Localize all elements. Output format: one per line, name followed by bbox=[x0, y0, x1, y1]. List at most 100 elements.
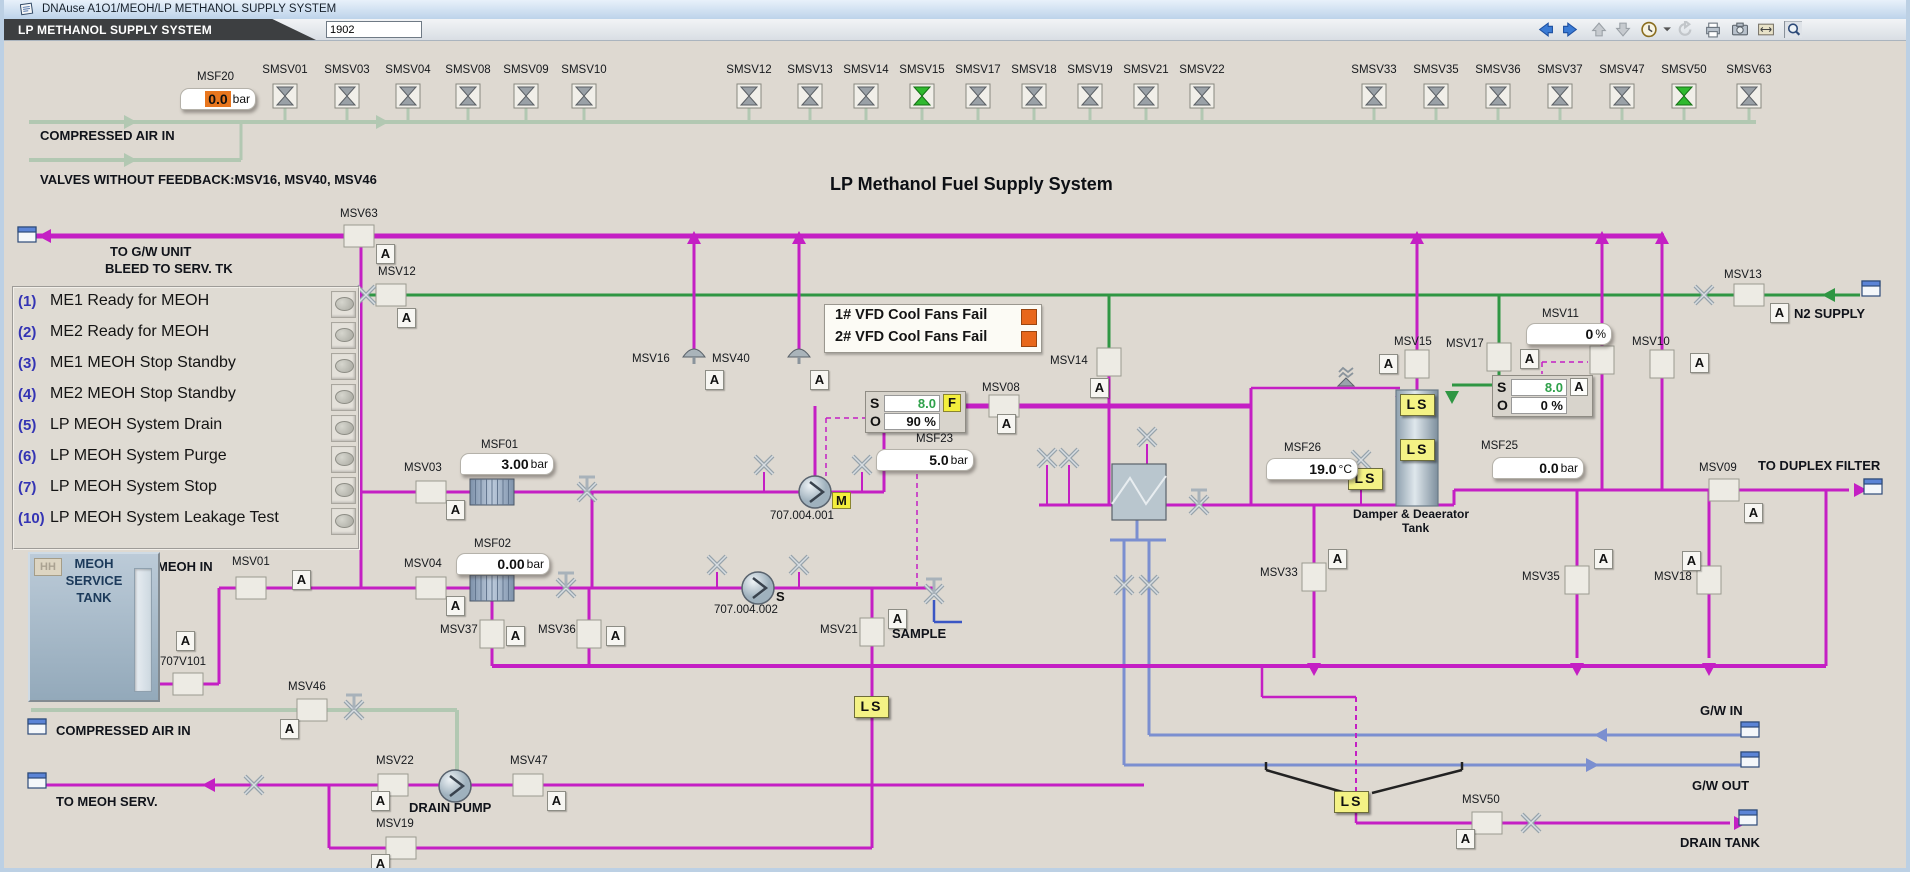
label-compressed-air-in: COMPRESSED AIR IN bbox=[56, 723, 191, 738]
label-lp-methanol-fuel-supply-system: LP Methanol Fuel Supply System bbox=[830, 174, 1113, 194]
window-link-icon[interactable] bbox=[1861, 280, 1881, 297]
auto-mode-tag[interactable]: A bbox=[446, 596, 465, 616]
auto-mode-tag[interactable]: A bbox=[292, 570, 311, 590]
valve-SMSV19[interactable] bbox=[1077, 83, 1103, 109]
auto-mode-tag[interactable]: A bbox=[176, 631, 195, 651]
refresh-icon[interactable] bbox=[1676, 18, 1694, 43]
valve-SMSV12[interactable] bbox=[736, 83, 762, 109]
valve-SMSV09[interactable] bbox=[513, 83, 539, 109]
label-707-004-001: 707.004.001 bbox=[770, 510, 834, 522]
valve-SMSV35[interactable] bbox=[1423, 83, 1449, 109]
auto-mode-tag[interactable]: A bbox=[1090, 378, 1109, 398]
down-icon[interactable] bbox=[1614, 21, 1632, 43]
valve-SMSV18[interactable] bbox=[1021, 83, 1047, 109]
valve-SMSV63[interactable] bbox=[1736, 83, 1762, 109]
auto-mode-tag[interactable]: A bbox=[371, 854, 390, 868]
filter-MSF02[interactable] bbox=[469, 574, 515, 602]
valve-plate bbox=[1696, 565, 1722, 595]
auto-mode-tag[interactable]: A bbox=[547, 791, 566, 811]
auto-mode-tag[interactable]: A bbox=[1520, 349, 1539, 369]
window-link-icon[interactable] bbox=[1863, 478, 1883, 495]
valve-SMSV13[interactable] bbox=[797, 83, 823, 109]
window-link-icon[interactable] bbox=[27, 718, 47, 735]
label-bleed-to-serv-tk: BLEED TO SERV. TK bbox=[105, 261, 233, 276]
auto-mode-tag[interactable]: A bbox=[1690, 353, 1709, 373]
valve-SMSV36[interactable] bbox=[1485, 83, 1511, 109]
heat-exchanger[interactable] bbox=[1111, 463, 1167, 521]
valve-SMSV21[interactable] bbox=[1133, 83, 1159, 109]
pump-DRAIN PUMP[interactable] bbox=[438, 769, 472, 803]
valve-SMSV01[interactable] bbox=[272, 83, 298, 109]
status-number: (3) bbox=[18, 355, 37, 372]
manual-valve bbox=[851, 454, 873, 476]
vent-valve-MSV40[interactable] bbox=[787, 348, 811, 364]
valve-SMSV04[interactable] bbox=[395, 83, 421, 109]
valve-SMSV15[interactable] bbox=[909, 83, 935, 109]
snapshot-icon[interactable] bbox=[1731, 21, 1749, 43]
valve-SMSV37[interactable] bbox=[1547, 83, 1573, 109]
auto-mode-tag[interactable]: A bbox=[446, 500, 465, 520]
auto-mode-tag[interactable]: A bbox=[1328, 549, 1347, 569]
valve-SMSV50[interactable] bbox=[1671, 83, 1697, 109]
status-label: ME1 MEOH Stop Standby bbox=[50, 354, 236, 371]
back-icon[interactable] bbox=[1536, 21, 1554, 43]
history-icon[interactable] bbox=[1640, 21, 1658, 43]
valve-SMSV14[interactable] bbox=[853, 83, 879, 109]
page-tab[interactable]: LP METHANOL SUPPLY SYSTEM bbox=[4, 19, 316, 40]
vent-valve-MSV16[interactable] bbox=[682, 348, 706, 364]
auto-mode-tag[interactable]: A bbox=[506, 626, 525, 646]
valve-SMSV17[interactable] bbox=[965, 83, 991, 109]
window-link-icon[interactable] bbox=[1740, 751, 1760, 768]
auto-mode-tag[interactable]: A bbox=[280, 719, 299, 739]
auto-mode-tag[interactable]: A bbox=[606, 626, 625, 646]
valve-SMSV22[interactable] bbox=[1189, 83, 1215, 109]
history-dropdown-icon[interactable] bbox=[1659, 21, 1677, 43]
smsv-label: SMSV63 bbox=[1726, 64, 1772, 76]
fit-width-icon[interactable] bbox=[1757, 21, 1775, 43]
address-input[interactable] bbox=[326, 21, 422, 38]
auto-mode-tag[interactable]: A bbox=[376, 244, 395, 264]
window-link-icon[interactable] bbox=[1738, 809, 1758, 826]
print-icon[interactable] bbox=[1704, 21, 1722, 43]
valve-SMSV10[interactable] bbox=[571, 83, 597, 109]
value-msf26[interactable]: 19.0°C bbox=[1266, 458, 1358, 480]
filter-MSF01[interactable] bbox=[469, 478, 515, 506]
auto-mode-tag[interactable]: A bbox=[1770, 303, 1789, 323]
label-msf01: MSF01 bbox=[481, 439, 519, 451]
auto-mode-tag[interactable]: A bbox=[705, 370, 724, 390]
window-link-icon[interactable] bbox=[27, 772, 47, 789]
auto-mode-tag[interactable]: A bbox=[371, 791, 390, 811]
find-icon[interactable] bbox=[1783, 20, 1805, 43]
valve-SMSV33[interactable] bbox=[1361, 83, 1387, 109]
valve-SMSV47[interactable] bbox=[1609, 83, 1635, 109]
label-meoh-in: MEOH IN bbox=[157, 559, 213, 574]
value-msv11-pct[interactable]: 0% bbox=[1526, 323, 1612, 345]
auto-mode-tag[interactable]: A bbox=[1594, 549, 1613, 569]
window-link-icon[interactable] bbox=[17, 226, 37, 243]
pump-707.004.001[interactable] bbox=[798, 475, 832, 509]
auto-mode-tag[interactable]: A bbox=[810, 370, 829, 390]
auto-mode-tag[interactable]: A bbox=[1456, 829, 1475, 849]
auto-mode-tag[interactable]: A bbox=[397, 308, 416, 328]
valve-SMSV03[interactable] bbox=[334, 83, 360, 109]
auto-mode-tag[interactable]: A bbox=[997, 414, 1016, 434]
forward-icon[interactable] bbox=[1562, 21, 1580, 43]
pump-707.004.002[interactable] bbox=[741, 571, 775, 605]
auto-mode-tag[interactable]: A bbox=[1682, 551, 1701, 571]
auto-mode-tag[interactable]: A bbox=[888, 609, 907, 629]
auto-mode-tag[interactable]: A bbox=[1379, 354, 1398, 374]
window-link-icon[interactable] bbox=[1740, 721, 1760, 738]
valve-plate bbox=[479, 619, 505, 649]
smsv-label: SMSV21 bbox=[1123, 64, 1169, 76]
up-icon[interactable] bbox=[1590, 21, 1608, 43]
valve-SMSV08[interactable] bbox=[455, 83, 481, 109]
auto-mode-tag[interactable]: A bbox=[1744, 503, 1763, 523]
